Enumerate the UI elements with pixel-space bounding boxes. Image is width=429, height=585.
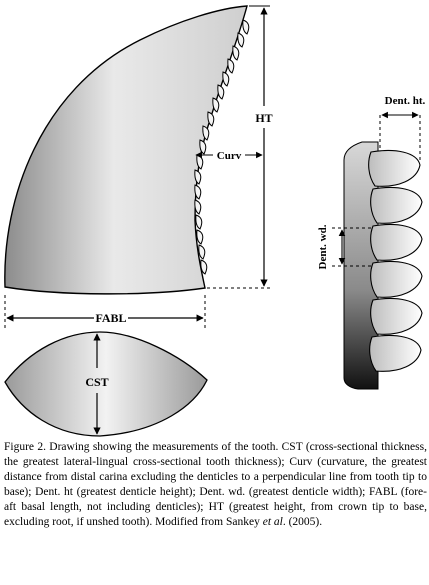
tooth-denticle	[237, 32, 245, 48]
tooth-denticle	[222, 71, 230, 87]
tooth-denticle	[196, 229, 204, 245]
figure-caption: Figure 2. Drawing showing the measuremen…	[4, 440, 427, 530]
cst-label: CST	[85, 375, 108, 389]
tooth-denticle	[227, 58, 235, 74]
ht-measurement: HT	[207, 5, 273, 289]
carina-strip	[343, 141, 379, 390]
tooth-denticle	[232, 45, 240, 61]
tooth-denticle	[194, 184, 202, 200]
tooth-denticle	[199, 139, 207, 155]
tooth-crown-shape	[4, 5, 248, 295]
tooth-denticle	[202, 125, 210, 141]
tooth-denticle	[198, 244, 206, 260]
curv-label: Curv	[217, 150, 242, 162]
tooth-measurement-diagram: HT Curv FABL CST	[4, 5, 426, 437]
curv-measurement: Curv	[195, 150, 263, 162]
tooth-denticle	[207, 111, 215, 127]
closeup-denticle	[369, 334, 422, 372]
closeup-denticle	[370, 223, 423, 261]
caption-end: . (2005).	[282, 516, 323, 528]
dent-wd-measurement: Dent. wd.	[317, 224, 372, 269]
denticle-closeup: Dent. ht. Dent. wd.	[317, 95, 426, 390]
tooth-denticle	[217, 84, 225, 100]
tooth-denticle-row	[194, 19, 250, 275]
tooth-denticle	[242, 19, 250, 35]
dent-ht-label: Dent. ht.	[385, 95, 426, 107]
tooth-denticle	[195, 214, 203, 230]
cross-section-view: CST	[4, 331, 208, 437]
tooth-denticle	[212, 97, 220, 113]
closeup-denticle	[370, 297, 423, 335]
tooth-denticle	[194, 169, 202, 185]
tooth-denticle	[200, 259, 208, 275]
closeup-denticle	[368, 149, 421, 187]
ht-label: HT	[255, 111, 272, 125]
tooth-crown-side-view	[4, 5, 250, 295]
closeup-denticle	[370, 260, 423, 298]
dent-wd-label: Dent. wd.	[317, 224, 329, 269]
closeup-denticles	[368, 149, 423, 372]
fabl-measurement: FABL	[4, 295, 206, 330]
fabl-label: FABL	[95, 311, 126, 325]
dent-ht-measurement: Dent. ht.	[379, 95, 426, 160]
cross-section-shape	[4, 331, 208, 437]
tooth-denticle	[194, 199, 202, 215]
caption-italic: et al	[262, 516, 283, 528]
caption-text: Figure 2. Drawing showing the measuremen…	[4, 441, 427, 528]
closeup-denticle	[370, 186, 423, 224]
